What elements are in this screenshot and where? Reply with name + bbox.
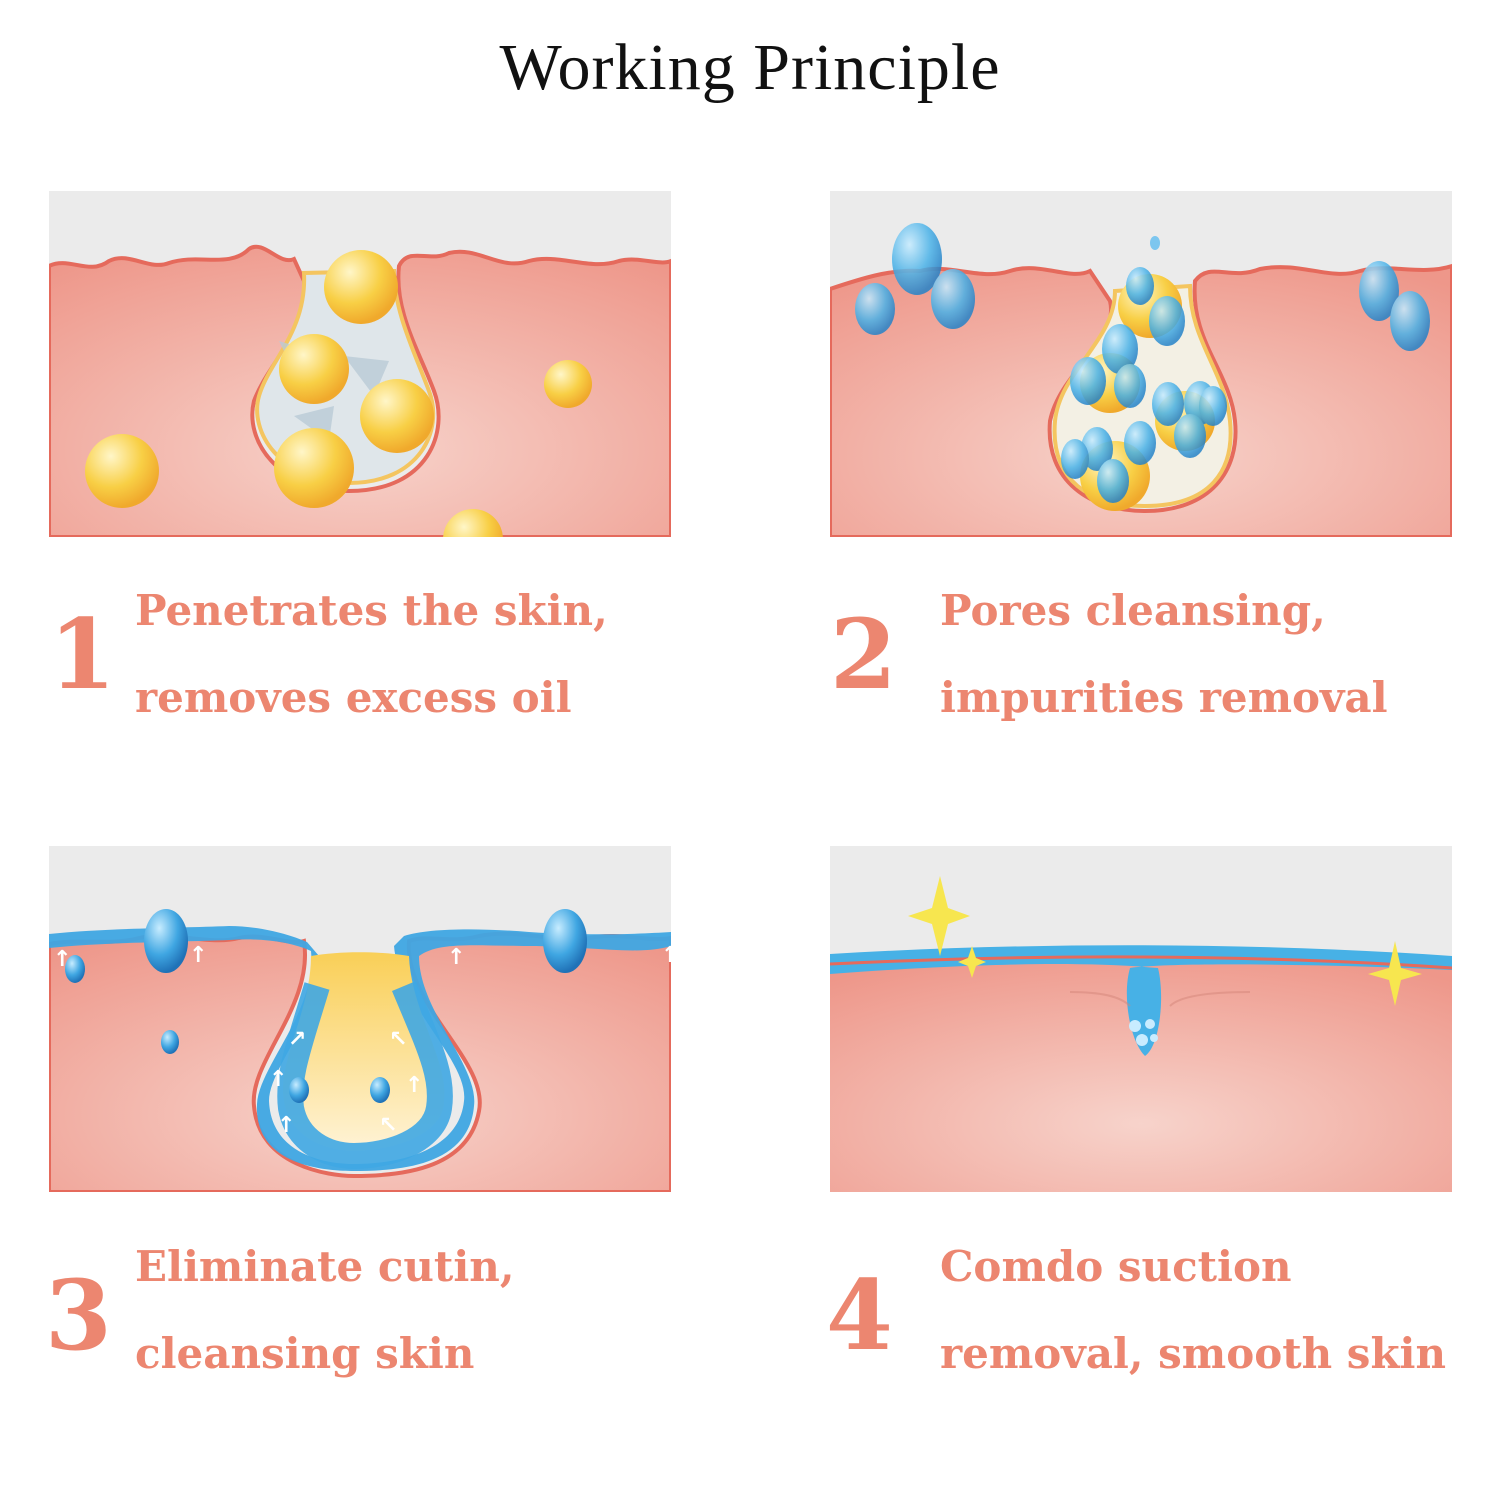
illustration-step-2 — [830, 191, 1452, 537]
page-title: Working Principle — [0, 30, 1500, 106]
illustration-step-3: ↑ ↑ ↑ ↑ ↗ ↑ ↑ ↖ ↑ ↖ — [49, 846, 671, 1192]
step-caption-3-line-2: cleansing skin — [135, 1310, 514, 1397]
step-number-1: 1 — [49, 607, 116, 703]
step-caption-3: Eliminate cutin, cleansing skin — [135, 1223, 514, 1397]
step-caption-2-line-1: Pores cleansing, — [940, 567, 1388, 654]
svg-text:↑: ↑ — [277, 1113, 295, 1138]
step-caption-2: Pores cleansing, impurities removal — [940, 567, 1388, 741]
step-caption-1-line-2: removes excess oil — [135, 654, 608, 741]
step-number-3: 3 — [45, 1268, 112, 1364]
svg-text:↑: ↑ — [405, 1073, 423, 1098]
svg-text:↗: ↗ — [288, 1027, 306, 1052]
step-caption-2-line-2: impurities removal — [940, 654, 1388, 741]
illustration-step-1 — [49, 191, 671, 537]
step-caption-4-line-1: Comdo suction — [940, 1223, 1446, 1310]
svg-text:↑: ↑ — [661, 943, 671, 968]
svg-text:↑: ↑ — [53, 947, 71, 972]
step-caption-1-line-1: Penetrates the skin, — [135, 567, 608, 654]
svg-text:↑: ↑ — [269, 1067, 287, 1092]
step-caption-1: Penetrates the skin, removes excess oil — [135, 567, 608, 741]
svg-text:↖: ↖ — [379, 1113, 397, 1138]
step-number-4: 4 — [826, 1268, 893, 1364]
svg-text:↑: ↑ — [447, 945, 465, 970]
step-caption-4-line-2: removal, smooth skin — [940, 1310, 1446, 1397]
step-caption-3-line-1: Eliminate cutin, — [135, 1223, 514, 1310]
svg-text:↖: ↖ — [389, 1027, 407, 1052]
illustration-step-4 — [830, 846, 1452, 1192]
step-number-2: 2 — [830, 607, 897, 703]
svg-text:↑: ↑ — [189, 943, 207, 968]
step-caption-4: Comdo suction removal, smooth skin — [940, 1223, 1446, 1397]
